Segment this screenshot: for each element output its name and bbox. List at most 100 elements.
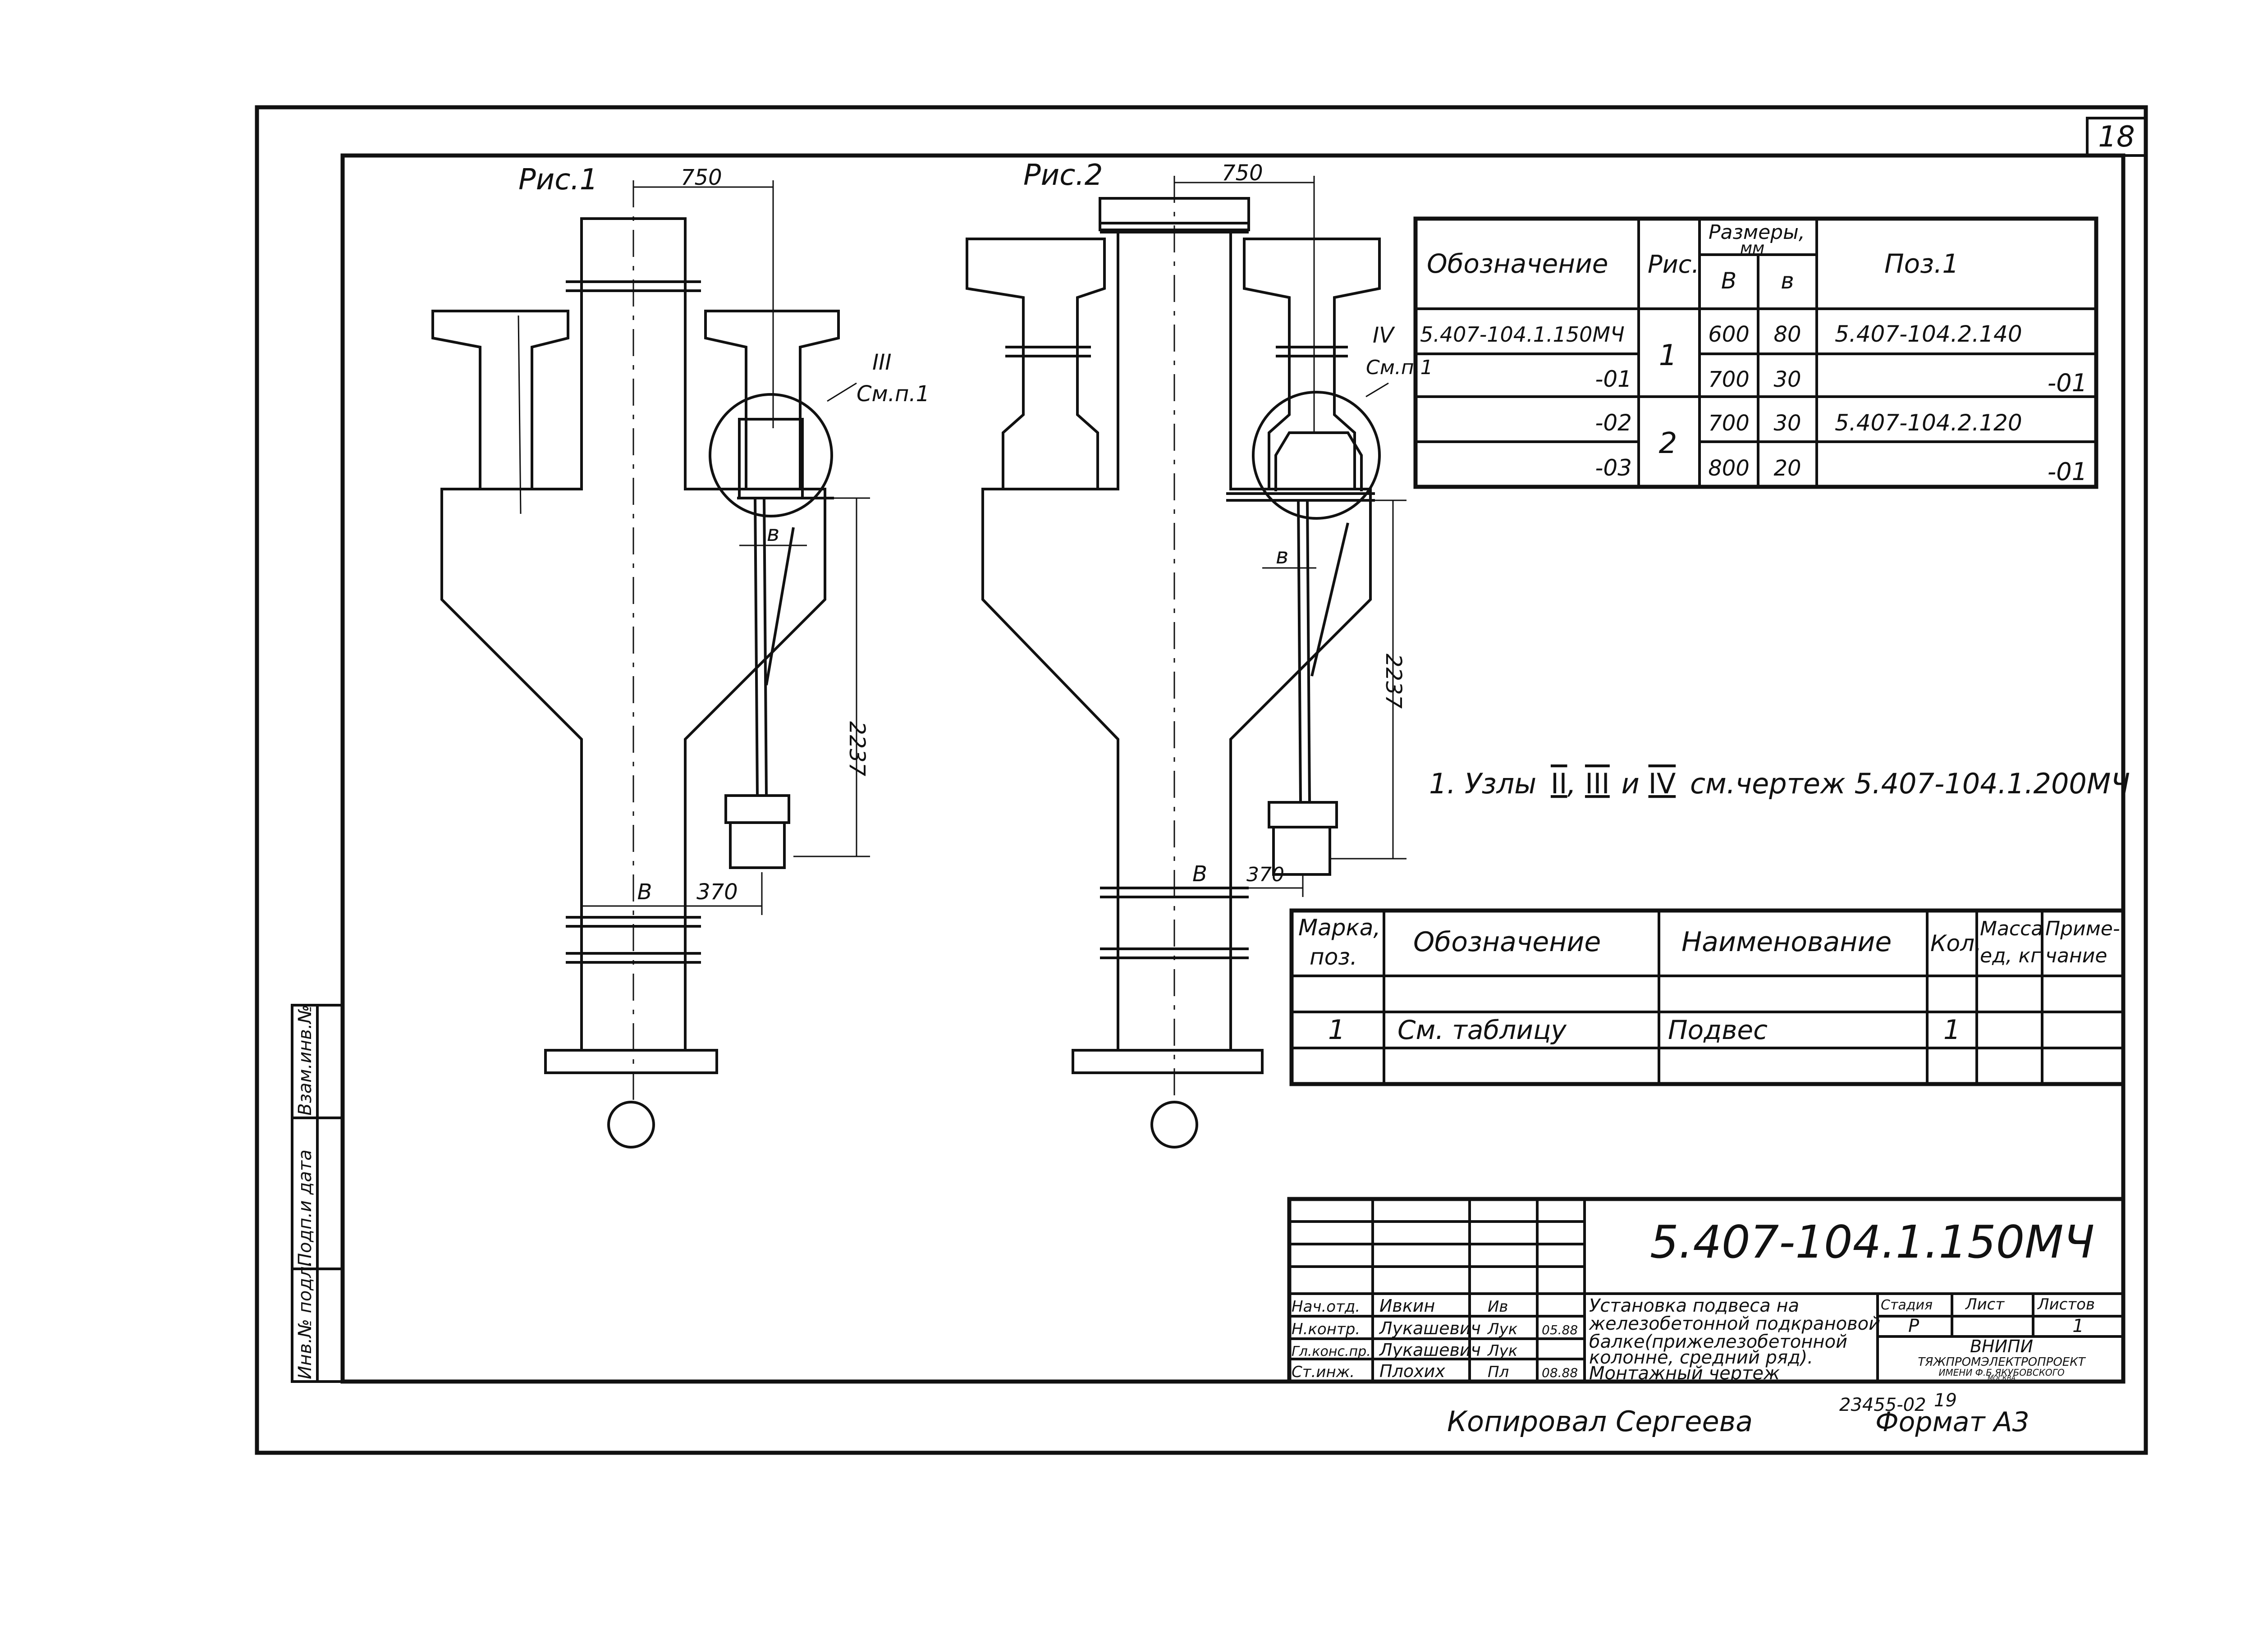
spec-header-mark-1: Марка,	[1298, 915, 1380, 941]
note-node-3: III	[1585, 767, 1610, 800]
note-line: 1. Узлы II, III и IV см.чертеж 5.407-104…	[1429, 767, 2130, 800]
sizes-row2-pos1: 5.407-104.2.120	[1835, 410, 2022, 436]
fig1-label: Рис.1	[518, 163, 598, 197]
sizes-row0-pos1: 5.407-104.2.140	[1835, 321, 2022, 347]
spec-header-name: Наименование	[1681, 926, 1892, 958]
note-prefix: 1. Узлы	[1429, 767, 1536, 800]
fig1-node-circle	[709, 393, 833, 517]
copied-by: Копировал Сергеева	[1447, 1405, 1753, 1438]
org-line-1: ВНИПИ	[1970, 1336, 2033, 1356]
stamp-row3-role: Ст.инж.	[1292, 1363, 1355, 1381]
fig1-axis-marker	[607, 1101, 655, 1149]
sizes-header-sizes: Размеры,	[1709, 221, 1805, 244]
sizes-row3-pos1: -01	[2048, 458, 2087, 486]
spec-row0-mark: 1	[1328, 1014, 1345, 1046]
doc-code: 5.407-104.1.150МЧ	[1650, 1216, 2094, 1268]
spec-row0-designation: См. таблицу	[1397, 1015, 1567, 1045]
fig2-dim-2237: 2237	[1381, 654, 1406, 709]
fig2-hanger-body	[1272, 826, 1331, 876]
sizes-header-unit: мм	[1740, 239, 1764, 257]
specification-table: Марка, поз. Обозначение Наименование Кол…	[1289, 908, 2126, 1086]
stamp-row1-name: Лукашевич	[1379, 1318, 1481, 1338]
sizes-row1-B: 700	[1708, 367, 1750, 392]
sizes-row1-b: 30	[1773, 367, 1801, 392]
sizes-row3-B: 800	[1708, 456, 1750, 481]
note-suffix: см.чертеж 5.407-104.1.200МЧ	[1690, 767, 2130, 800]
fig2-right-beam	[1243, 238, 1381, 490]
note-node-4: IV	[1649, 767, 1676, 800]
fig1-dim-small-b: в	[767, 521, 779, 546]
note-and: и	[1622, 767, 1640, 800]
fig2-dim-B: В	[1192, 861, 1207, 887]
inventory-number: 23455-02	[1839, 1395, 1926, 1415]
spec-header-note-2: чание	[2045, 944, 2107, 967]
title-line-3: балке(прижелезобетонной	[1589, 1332, 1847, 1352]
org-line-3: ИМЕНИ Ф.Б.ЯКУБОВСКОГО	[1938, 1367, 2064, 1378]
sizes-row2-fig: 2	[1659, 427, 1677, 460]
sizes-table: Обозначение Рис. Размеры, мм В в Поз.1 5…	[1413, 216, 2098, 489]
fig1-dim-370: 370	[696, 879, 738, 905]
title-line-4: колонне, средний ряд).	[1589, 1347, 1813, 1368]
fig2-axis-marker	[1150, 1101, 1198, 1149]
fig2-hanger-box	[1268, 801, 1338, 828]
format-label: Формат А3	[1875, 1406, 2030, 1438]
fig2-label: Рис.2	[1023, 159, 1103, 192]
title-line-5: Монтажный чертеж	[1589, 1363, 1780, 1384]
fig1-hanger-bracket	[738, 418, 804, 499]
fig1-dim-B: В	[637, 879, 652, 905]
spec-row0-qty: 1	[1943, 1014, 1961, 1046]
fig1-node-ref: См.п.1	[857, 381, 930, 407]
stamp-row2-role: Гл.конс.пр.	[1292, 1344, 1371, 1359]
spec-header-mass-2: ед, кг	[1980, 944, 2041, 967]
sizes-row1-designation: -01	[1595, 366, 1632, 392]
spec-header-mark-2: поз.	[1310, 944, 1357, 970]
stamp-row0-name: Ивкин	[1379, 1296, 1435, 1316]
sizes-header-pos1: Поз.1	[1884, 248, 1959, 279]
sheets-header: Листов	[2037, 1295, 2095, 1313]
stamp-row2-sign: Лук	[1487, 1342, 1518, 1360]
title-line-2: железобетонной подкрановой	[1589, 1313, 1880, 1334]
sizes-row3-b: 20	[1773, 456, 1801, 481]
fig2-node-circle	[1252, 391, 1381, 520]
side-stamp-date: Подп.и дата	[295, 1149, 316, 1267]
title-block: 5.407-104.1.150МЧ Установка подвеса на ж…	[1287, 1197, 2126, 1384]
stamp-row3-sign: Пл	[1488, 1363, 1509, 1381]
sizes-row2-b: 30	[1773, 411, 1801, 436]
sheet-inner-frame	[340, 153, 2126, 1384]
fig2-dim-750: 750	[1222, 160, 1263, 186]
spec-header-qty: Кол.	[1930, 930, 1982, 956]
sizes-row0-b: 80	[1773, 322, 1801, 347]
side-stamp-replace: Взам.инв.№	[295, 1005, 316, 1116]
sizes-row3-designation: -03	[1595, 455, 1632, 481]
sizes-row2-B: 700	[1708, 411, 1750, 436]
stamp-row0-role: Нач.отд.	[1292, 1298, 1360, 1316]
fig2-node-ref: См.п.1	[1366, 356, 1433, 379]
figure-1: Рис.1 III См.п.1	[431, 163, 930, 1149]
fig1-hanger-box	[724, 794, 790, 824]
fig1-dim-750: 750	[681, 165, 722, 190]
fig1-left-beam	[431, 310, 569, 490]
fig1-hanger-body	[729, 821, 786, 869]
figure-2: Рис.2 IV См.п.1	[966, 159, 1433, 1149]
org-line-2: ТЯЖПРОМЭЛЕКТРОПРОЕКТ	[1918, 1355, 2086, 1369]
sizes-row0-B: 600	[1708, 322, 1750, 347]
side-stamp: Инв.№ подл. Подп.и дата Взам.инв.№	[291, 1004, 344, 1383]
stage-value: Р	[1908, 1316, 1920, 1336]
fig2-dim-small-b: в	[1276, 544, 1288, 569]
spec-header-mass-1: Масса	[1980, 917, 2043, 940]
stamp-row1-role: Н.контр.	[1292, 1320, 1360, 1338]
inventory-sheet: 19	[1934, 1390, 1957, 1411]
spec-header-note-1: Приме-	[2045, 917, 2120, 940]
spec-header-designation: Обозначение	[1413, 926, 1601, 958]
sheet-outer-frame	[255, 105, 2148, 1455]
note-node-2: II	[1551, 767, 1567, 800]
fig2-dim-370: 370	[1246, 863, 1284, 886]
sheets-value: 1	[2072, 1316, 2084, 1336]
note-sep: ,	[1567, 767, 1576, 800]
sizes-header-b: в	[1781, 268, 1794, 294]
fig2-base-plate	[1072, 1049, 1264, 1074]
sizes-header-designation: Обозначение	[1427, 248, 1608, 279]
sheet-number: 18	[2098, 120, 2135, 154]
stamp-row3-name: Плохих	[1379, 1361, 1445, 1381]
